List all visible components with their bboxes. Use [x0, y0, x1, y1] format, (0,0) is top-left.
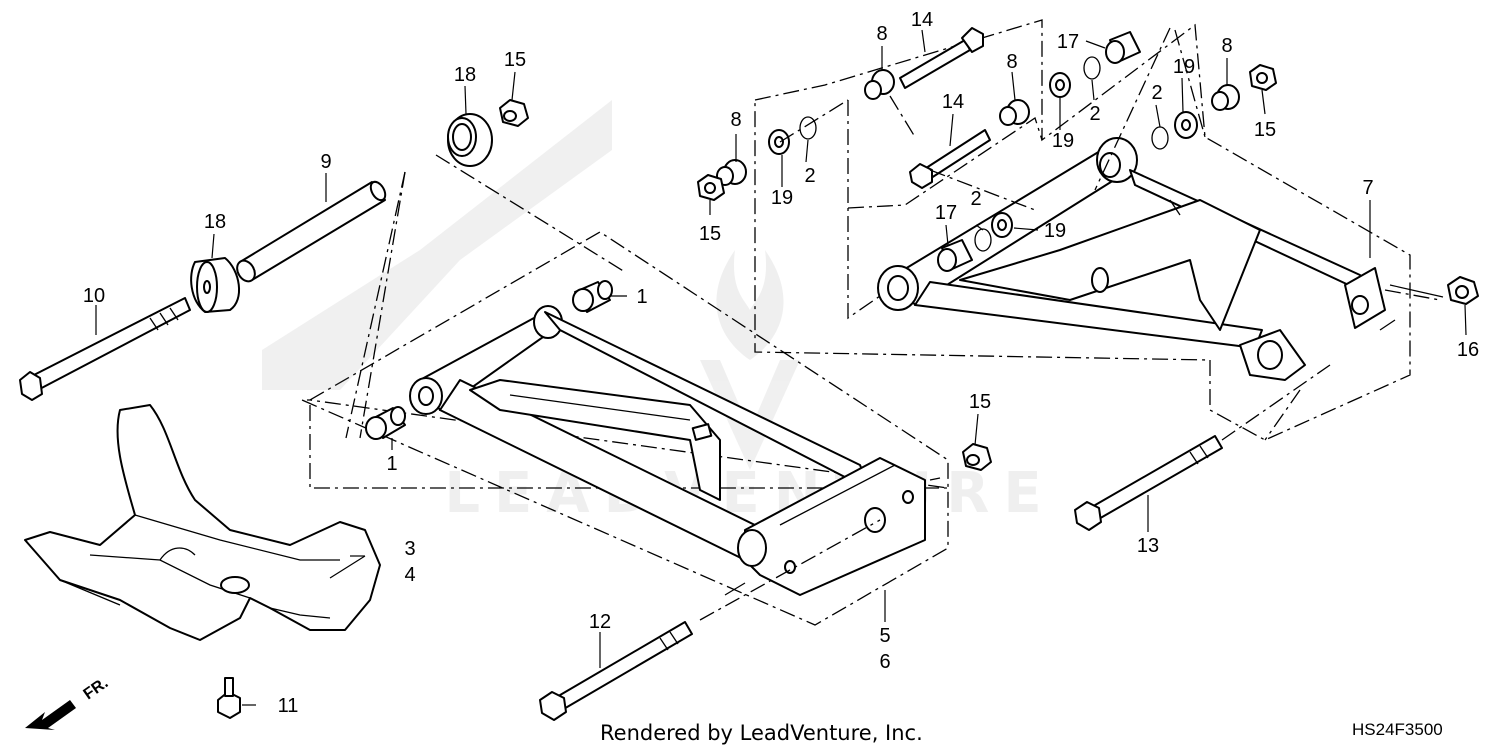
- bushing-19-a[interactable]: [768, 129, 790, 155]
- callout-8: 8: [730, 109, 741, 131]
- callout-10: 10: [83, 285, 105, 307]
- rear-arm-left-outline: [847, 100, 881, 320]
- callout-1: 1: [636, 286, 647, 308]
- callout-1: 1: [386, 453, 397, 475]
- callout-7: 7: [1362, 177, 1373, 199]
- watermark-logo: [700, 250, 800, 470]
- long-bolt-left[interactable]: [19, 297, 191, 401]
- callout-13: 13: [1137, 535, 1159, 557]
- flange-nut-15-b[interactable]: [1249, 64, 1277, 91]
- collar-8-b[interactable]: [864, 69, 895, 100]
- callout-8: 8: [876, 23, 887, 45]
- long-bolt-rear-arm[interactable]: [1074, 435, 1223, 531]
- bolt-14-top[interactable]: [899, 27, 984, 89]
- collar-8-d[interactable]: [1211, 84, 1240, 111]
- swingarm[interactable]: [409, 305, 926, 596]
- flange-nut-15-a[interactable]: [697, 174, 725, 201]
- callout-2: 2: [1151, 82, 1162, 104]
- flange-nut-swingarm[interactable]: [962, 443, 992, 471]
- dust-seal-top[interactable]: [447, 113, 493, 167]
- pivot-pipe[interactable]: [234, 179, 389, 284]
- callout-19: 19: [1052, 130, 1074, 152]
- o-ring-2-c[interactable]: [1151, 126, 1169, 150]
- callout-15: 15: [969, 391, 991, 413]
- bushing-upper[interactable]: [572, 280, 613, 313]
- skid-plate[interactable]: [24, 404, 381, 641]
- callout-2: 2: [1089, 103, 1100, 125]
- callout-5: 5: [879, 625, 890, 647]
- front-direction-label: FR.: [81, 675, 112, 704]
- bushing-19-d[interactable]: [991, 212, 1013, 238]
- long-bolt-swingarm[interactable]: [539, 621, 693, 721]
- o-ring-2-d[interactable]: [974, 228, 992, 252]
- o-ring-2-a[interactable]: [799, 116, 817, 140]
- callout-17: 17: [1057, 31, 1079, 53]
- callout-19: 19: [771, 187, 793, 209]
- bushing-lower[interactable]: [365, 406, 406, 440]
- leader-lines: [95, 29, 1467, 706]
- collar-8-a[interactable]: [716, 159, 747, 186]
- bushing-19-c[interactable]: [1174, 111, 1198, 139]
- callout-15: 15: [504, 49, 526, 71]
- bolt-14-mid[interactable]: [909, 129, 991, 189]
- callout-17: 17: [935, 202, 957, 224]
- callout-14: 14: [942, 91, 964, 113]
- bushing-19-b[interactable]: [1049, 72, 1071, 98]
- dust-seal-left[interactable]: [190, 257, 241, 313]
- callout-18: 18: [454, 64, 476, 86]
- o-ring-2-b[interactable]: [1083, 56, 1101, 80]
- swingarm-group-outline: [301, 231, 949, 626]
- collar-8-c[interactable]: [999, 99, 1030, 126]
- callout-2: 2: [970, 188, 981, 210]
- callout-6: 6: [879, 651, 890, 673]
- callout-12: 12: [589, 611, 611, 633]
- callout-9: 9: [320, 151, 331, 173]
- callout-19: 19: [1173, 56, 1195, 78]
- diagram-code: HS24F3500: [1352, 720, 1443, 739]
- callout-3: 3: [404, 538, 415, 560]
- rear-arm-inner-outline: [847, 116, 1043, 209]
- callout-2: 2: [804, 165, 815, 187]
- rendered-by-text: Rendered by LeadVenture, Inc.: [600, 721, 923, 745]
- rear-arm-group-outline: [754, 19, 1411, 441]
- callout-15: 15: [699, 223, 721, 245]
- shading-dots: [262, 100, 612, 390]
- callout-15: 15: [1254, 119, 1276, 141]
- callout-4: 4: [404, 564, 415, 586]
- callout-11: 11: [278, 695, 299, 717]
- callout-14: 14: [911, 9, 933, 31]
- callout-19: 19: [1044, 220, 1066, 242]
- flange-nut-top[interactable]: [499, 99, 529, 127]
- callout-8: 8: [1221, 35, 1232, 57]
- callouts: 1 1 2 2 2 2 3 4 5 6 7 8 8 8 8 9 10 11 12…: [83, 9, 1479, 717]
- small-bolt[interactable]: [217, 677, 241, 719]
- callout-8: 8: [1006, 51, 1017, 73]
- flange-nut-right[interactable]: [1447, 276, 1479, 305]
- bushing-17-a[interactable]: [1105, 31, 1141, 64]
- alignment-lines: [345, 27, 1441, 621]
- callout-18: 18: [204, 211, 226, 233]
- bushing-17-b[interactable]: [937, 239, 973, 272]
- watermark-text: LEADVENTURE: [444, 461, 1055, 526]
- front-direction-arrow: FR.: [25, 675, 111, 730]
- callout-16: 16: [1457, 339, 1479, 361]
